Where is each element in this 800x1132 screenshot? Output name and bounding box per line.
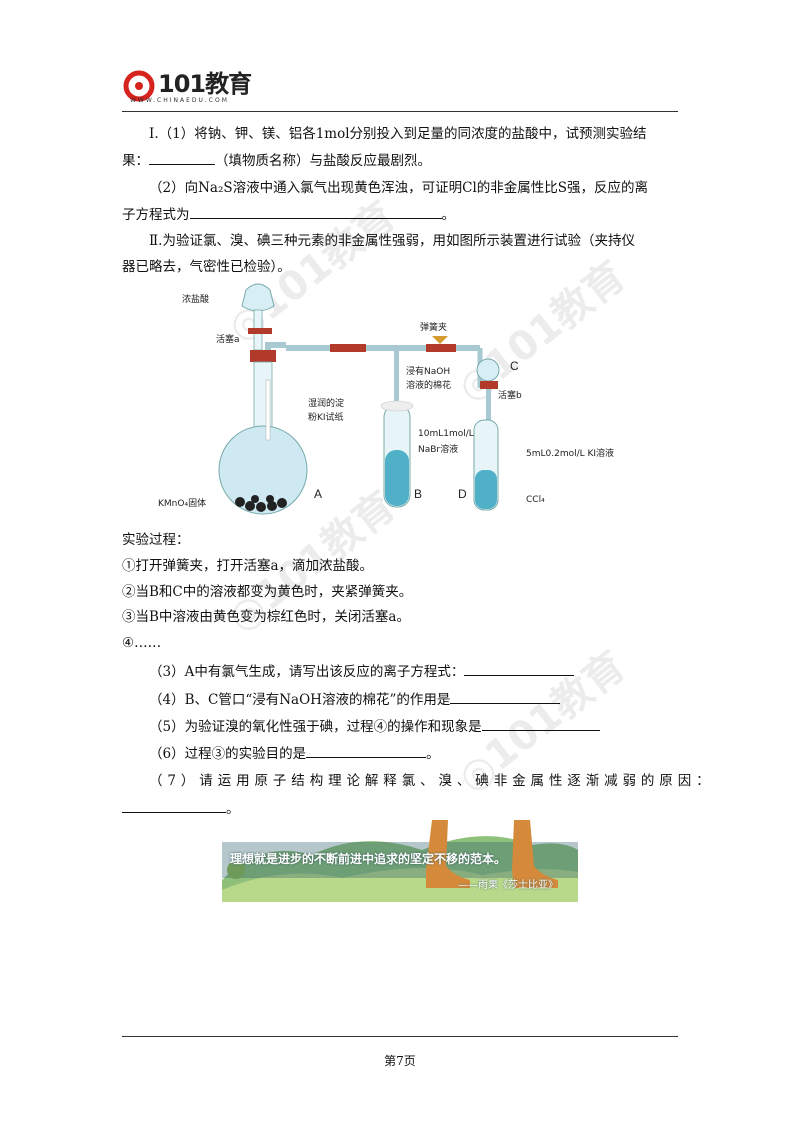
page-number: 第7页 (384, 1054, 416, 1068)
question-1-line-2: 果： （填物质名称）与盐酸反应最剧烈。 (122, 150, 678, 171)
question-ii-line-2: 器已略去，气密性已检验）。 (122, 259, 291, 275)
label-concentrated-acid: 浓盐酸 (182, 293, 209, 305)
subquestion-4: （4）B、C管口“浸有NaOH溶液的棉花”的作用是 (122, 689, 705, 710)
subquestion-5: （5）为验证溴的氧化性强于碘，过程④的操作和现象是 (122, 716, 705, 737)
answer-blank-7 (122, 798, 226, 813)
question-2-suffix: 。 (441, 207, 456, 223)
answer-blank-4 (450, 689, 561, 704)
answer-blank-5 (481, 716, 600, 731)
answer-blank-2 (189, 204, 442, 219)
logo-url: WWW.CHINAEDU.COM (130, 97, 229, 104)
separatory-funnel-icon (241, 283, 275, 312)
question-2-line-1: （2）向Na₂S溶液中通入氯气出现黄色浑浊，可证明Cl的非金属性比S强，反应的离 (149, 180, 649, 196)
banner-author: ——雨果《莎士比亚》 (458, 880, 558, 891)
label-spring-clip: 弹簧夹 (420, 321, 447, 333)
process-step-3: ③当B中溶液由黄色变为棕红色时，关闭活塞a。 (122, 609, 410, 625)
label-cotton-1: 浸有NaOH (406, 365, 450, 377)
kmno4-solid-icon (235, 495, 287, 512)
label-nabr-2: NaBr溶液 (418, 443, 458, 455)
apparatus-diagram: 浓盐酸 活塞a 弹簧夹 浸有NaOH 溶液的棉花 C 活塞b 湿润的淀 粉KI试… (158, 283, 614, 515)
process-step-2: ②当B和C中的溶液都变为黄色时，夹紧弹簧夹。 (122, 584, 413, 600)
valve-b-icon (480, 381, 498, 389)
subquestion-6: （6）过程③的实验目的是 。 (122, 743, 705, 764)
banner-quote: 理想就是进步的不断前进中追求的坚定不移的范本。 (230, 852, 507, 866)
subquestion-3-text: （3）A中有氯气生成，请写出该反应的离子方程式： (149, 664, 465, 680)
question-1-suffix: （填物质名称）与盐酸反应最剧烈。 (215, 153, 431, 169)
subquestion-7: （7）请运用原子结构理论解释氯、溴、碘非金属性逐渐减弱的原因： (149, 773, 715, 789)
hiker-boots-icon (426, 820, 470, 888)
quote-banner (222, 820, 578, 902)
label-nabr-1: 10mL1mol/L (418, 429, 474, 439)
label-letter-a: A (314, 487, 322, 501)
subquestion-7-suffix: 。 (226, 801, 240, 817)
answer-blank-1 (149, 150, 215, 165)
label-kmno4: KMnO₄固体 (158, 497, 206, 509)
label-letter-c: C (510, 359, 519, 373)
cotton-icon (380, 400, 414, 412)
label-letter-d: D (458, 487, 467, 501)
subquestion-7-line-2: 。 (122, 798, 678, 819)
subquestion-5-text: （5）为验证溴的氧化性强于碘，过程④的操作和现象是 (149, 719, 482, 735)
stopper-icon (250, 350, 276, 362)
valve-a-icon (248, 328, 272, 334)
label-cotton-2: 溶液的棉花 (406, 379, 451, 391)
question-1-line-1: Ⅰ.（1）将钠、钾、镁、铝各1mol分别投入到足量的同浓度的盐酸中，试预测实验结 (149, 126, 647, 142)
subquestion-6-text: （6）过程③的实验目的是 (149, 746, 307, 762)
spring-clip-icon (432, 336, 448, 344)
round-bottom-flask-icon (218, 425, 308, 515)
process-step-4: ④…… (122, 635, 162, 651)
question-2-line-2: 子方程式为 。 (122, 204, 678, 225)
label-valve-a: 活塞a (216, 333, 240, 345)
process-title: 实验过程： (122, 532, 190, 548)
question-1-prefix: 果： (122, 153, 149, 169)
process-step-1: ①打开弹簧夹，打开活塞a，滴加浓盐酸。 (122, 558, 374, 574)
footer-divider (122, 1036, 678, 1037)
label-valve-b: 活塞b (498, 389, 522, 401)
tree-icon (227, 861, 245, 879)
subquestion-3: （3）A中有氯气生成，请写出该反应的离子方程式： (122, 661, 705, 682)
label-ccl4: CCl₄ (526, 495, 545, 505)
answer-blank-3 (464, 661, 575, 676)
answer-blank-6 (306, 743, 427, 758)
question-ii-line-1: Ⅱ.为验证氯、溴、碘三种元素的非金属性强弱，用如图所示装置进行试验（夹持仪 (149, 233, 635, 249)
header-divider (122, 111, 678, 112)
subquestion-6-suffix: 。 (426, 746, 440, 762)
label-paper-1: 湿润的淀 (308, 397, 344, 409)
label-letter-b: B (414, 487, 422, 501)
logo-text: 101教育 (158, 70, 252, 98)
logo-mark-icon (123, 70, 155, 102)
label-paper-2: 粉KI试纸 (308, 411, 344, 423)
ki-paper-icon (265, 379, 271, 441)
subquestion-4-text: （4）B、C管口“浸有NaOH溶液的棉花”的作用是 (149, 692, 451, 708)
question-2-prefix: 子方程式为 (122, 207, 190, 223)
label-ki-solution: 5mL0.2mol/L KI溶液 (526, 447, 614, 459)
